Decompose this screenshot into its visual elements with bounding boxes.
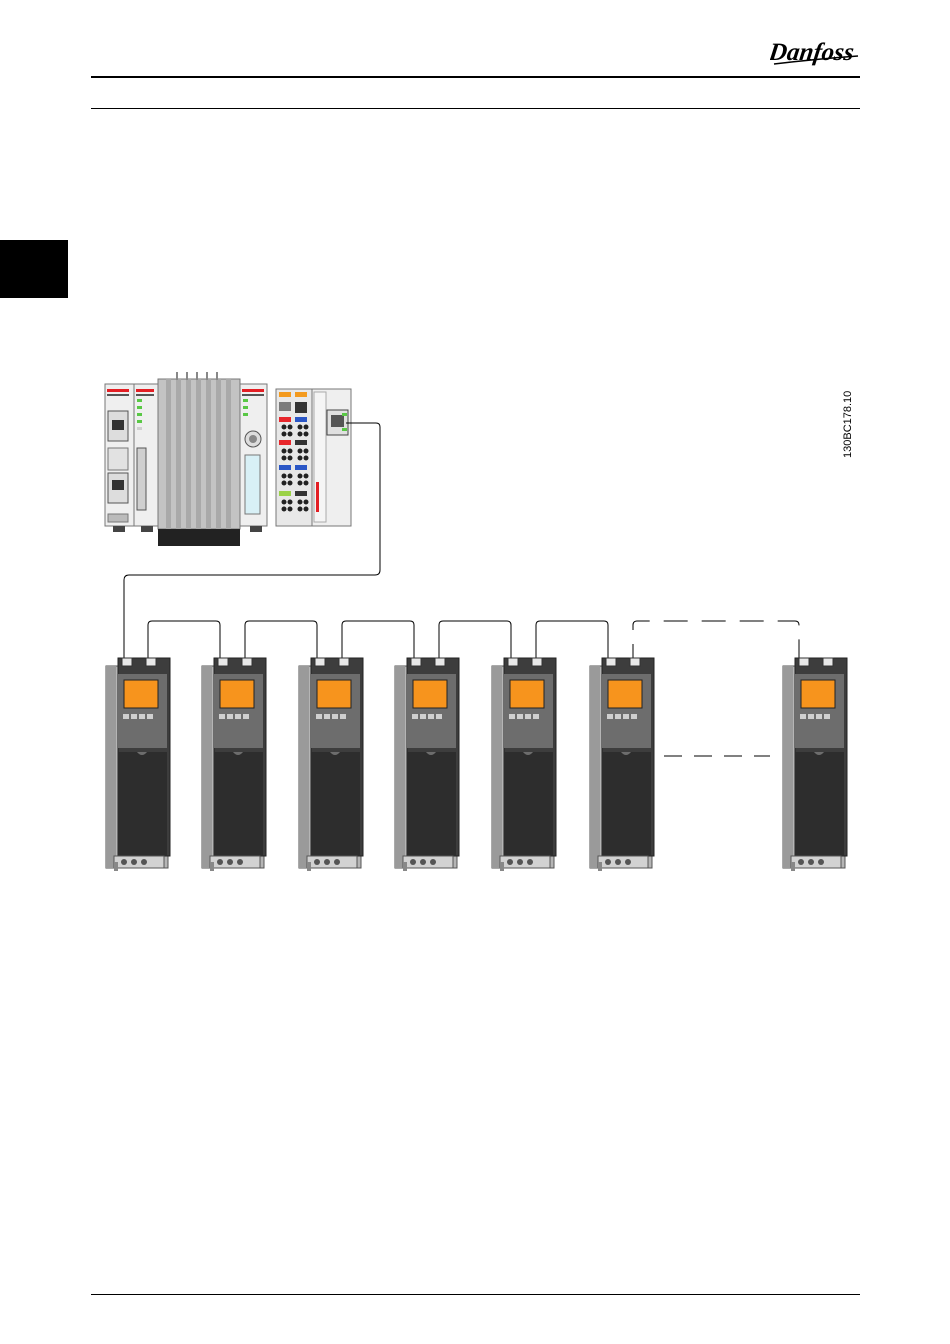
plc-heatsink — [158, 372, 240, 546]
drive-3 — [299, 658, 363, 871]
drive-n — [783, 658, 847, 871]
plc-controller — [105, 372, 351, 546]
chain-cable-6 — [633, 621, 799, 668]
drive-6 — [590, 658, 654, 871]
drive-1 — [106, 658, 170, 871]
plc-terminal-blocks — [276, 389, 312, 526]
drive-5 — [492, 658, 556, 871]
plc-coupler-module — [240, 384, 267, 532]
drive-2 — [202, 658, 266, 871]
plc-cpu-module — [105, 384, 134, 532]
drive-4 — [395, 658, 459, 871]
plc-ethercat-port-module — [312, 389, 351, 526]
plc-power-module — [134, 384, 158, 532]
